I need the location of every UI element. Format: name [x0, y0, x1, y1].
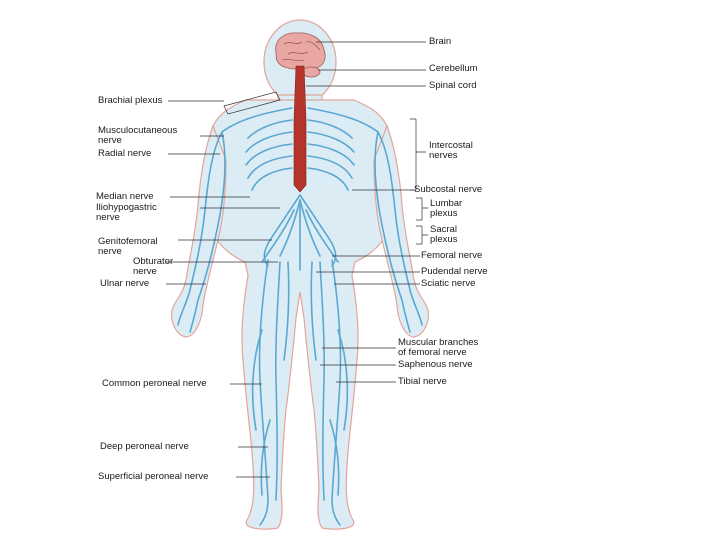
label-radial-nerve: Radial nerve	[98, 149, 151, 159]
label-cerebellum: Cerebellum	[429, 64, 478, 74]
label-muscular-line2: of femoral nerve	[398, 348, 478, 358]
leader-sacral	[416, 226, 428, 244]
leader-intercostal	[410, 119, 426, 190]
label-sacral-line2: plexus	[430, 235, 457, 245]
label-common-peroneal-nerve: Common peroneal nerve	[102, 379, 207, 389]
label-sacral-plexus: Sacral plexus	[430, 225, 457, 245]
right-arm-outline	[374, 126, 428, 337]
label-musculocutaneous-line2: nerve	[98, 136, 177, 146]
label-brachial-plexus: Brachial plexus	[98, 96, 162, 106]
spinal-cord	[294, 66, 306, 192]
label-tibial-nerve: Tibial nerve	[398, 377, 447, 387]
label-intercostal-line2: nerves	[429, 151, 473, 161]
label-genitofemoral-nerve: Genitofemoral nerve	[98, 237, 158, 257]
left-arm-outline	[172, 126, 226, 337]
label-deep-peroneal-nerve: Deep peroneal nerve	[100, 442, 189, 452]
label-saphenous-nerve: Saphenous nerve	[398, 360, 472, 370]
leader-lumbar	[416, 198, 428, 220]
label-femoral-nerve: Femoral nerve	[421, 251, 482, 261]
brain-shape	[276, 33, 325, 69]
label-intercostal-nerves: Intercostal nerves	[429, 141, 473, 161]
cerebellum-shape	[302, 67, 320, 77]
label-sciatic-nerve: Sciatic nerve	[421, 279, 475, 289]
label-lumbar-line2: plexus	[430, 209, 462, 219]
label-brain: Brain	[429, 37, 451, 47]
label-iliohypogastric-line2: nerve	[96, 213, 157, 223]
label-superficial-peroneal-nerve: Superficial peroneal nerve	[98, 472, 208, 482]
label-pudendal-nerve: Pudendal nerve	[421, 267, 488, 277]
label-ulnar-nerve: Ulnar nerve	[100, 279, 149, 289]
label-muscular-branches: Muscular branches of femoral nerve	[398, 338, 478, 358]
label-median-nerve: Median nerve	[96, 192, 154, 202]
label-musculocutaneous-nerve: Musculocutaneous nerve	[98, 126, 177, 146]
label-spinal-cord: Spinal cord	[429, 81, 477, 91]
label-obturator-line2: nerve	[133, 267, 173, 277]
label-iliohypogastric-nerve: Iliohypogastric nerve	[96, 203, 157, 223]
label-subcostal-nerve: Subcostal nerve	[414, 185, 482, 195]
label-obturator-nerve: Obturator nerve	[133, 257, 173, 277]
label-lumbar-plexus: Lumbar plexus	[430, 199, 462, 219]
